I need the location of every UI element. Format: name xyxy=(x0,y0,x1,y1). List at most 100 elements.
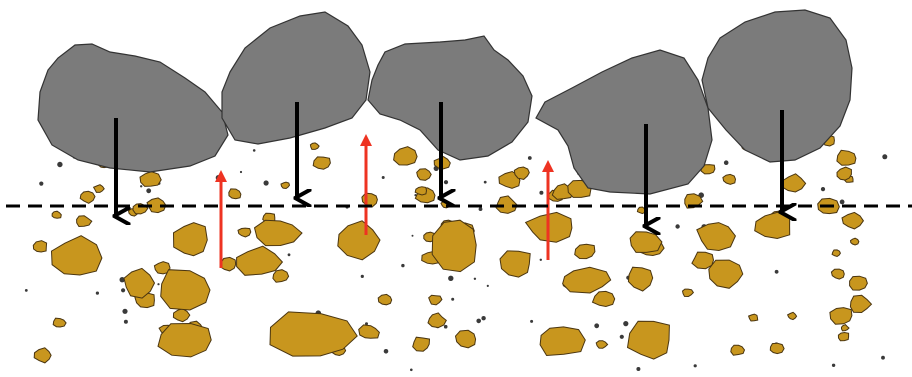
soil-dot xyxy=(528,156,532,160)
small-particle xyxy=(53,318,66,327)
small-particle xyxy=(850,276,868,290)
soil-dot xyxy=(410,369,413,372)
rock xyxy=(536,50,712,194)
soil-dot xyxy=(384,349,389,354)
rock xyxy=(368,36,532,160)
soil-dot xyxy=(96,292,99,295)
small-particle xyxy=(33,241,46,252)
small-particle xyxy=(723,174,736,184)
soil-dot xyxy=(448,276,453,281)
small-particle xyxy=(52,211,61,218)
soil-dot xyxy=(39,182,43,186)
small-particle xyxy=(229,189,241,199)
soil-dot xyxy=(694,364,697,367)
small-particle xyxy=(80,191,95,203)
soil-dot xyxy=(121,288,125,292)
small-particle xyxy=(413,337,430,351)
soil-dot xyxy=(157,283,159,285)
small-particle xyxy=(173,309,189,322)
small-particle xyxy=(417,169,432,181)
large-particle xyxy=(432,220,476,271)
small-particle xyxy=(378,294,392,304)
large-particles xyxy=(52,212,790,359)
small-particle xyxy=(596,341,607,349)
small-particle xyxy=(313,157,330,169)
small-particle xyxy=(281,182,290,188)
small-particle xyxy=(692,252,714,269)
soil-dot xyxy=(253,149,256,152)
soil-dot xyxy=(361,275,364,278)
small-particle xyxy=(310,143,319,150)
small-particle xyxy=(831,269,844,279)
soil-dot xyxy=(675,224,679,228)
soil-dot xyxy=(288,253,291,256)
soil-dot xyxy=(487,285,489,287)
soil-dot xyxy=(481,316,485,320)
soil-dot xyxy=(476,319,481,324)
large-particle xyxy=(161,270,210,310)
soil-dot xyxy=(530,320,533,323)
small-particle xyxy=(837,167,851,180)
large-particle xyxy=(628,267,652,291)
soil-dot xyxy=(840,200,845,205)
small-particle xyxy=(94,185,105,193)
soil-dot xyxy=(57,162,62,167)
soil-dot xyxy=(146,188,151,193)
soil-dot xyxy=(444,180,448,184)
soil-dot xyxy=(479,207,483,211)
soil-dot xyxy=(594,323,599,328)
soil-dot xyxy=(881,356,885,360)
soil-dot xyxy=(832,364,835,367)
large-particle xyxy=(540,327,585,356)
soil-dot xyxy=(382,176,385,179)
soil-dot xyxy=(264,180,269,185)
large-particle xyxy=(697,223,736,251)
soil-dot xyxy=(474,278,476,280)
small-particle xyxy=(830,308,852,325)
small-particle xyxy=(749,314,758,321)
large-particle xyxy=(709,260,743,288)
small-particle xyxy=(428,313,446,328)
large-particle xyxy=(158,324,211,357)
small-particle xyxy=(575,244,595,258)
soil-dot xyxy=(451,298,454,301)
soil-dot xyxy=(484,181,487,184)
small-particle xyxy=(456,330,476,348)
small-particle xyxy=(851,238,859,245)
small-particle xyxy=(34,348,51,363)
soil-dot xyxy=(540,259,542,261)
small-particle xyxy=(429,295,442,305)
large-particle xyxy=(174,223,208,256)
small-particle xyxy=(731,345,745,355)
large-particle xyxy=(255,220,303,245)
small-particle xyxy=(394,147,418,165)
small-particle xyxy=(77,216,92,227)
small-particle xyxy=(593,291,615,306)
soil-dot xyxy=(122,309,127,314)
soil-dot xyxy=(140,185,142,187)
large-particle xyxy=(628,321,670,359)
soil-dot xyxy=(401,264,404,267)
soil-dot xyxy=(636,367,640,371)
small-particle xyxy=(359,325,380,338)
small-particle xyxy=(140,172,161,187)
small-particle xyxy=(837,150,856,165)
large-particle xyxy=(755,212,790,238)
large-particle xyxy=(237,246,283,275)
small-particle xyxy=(842,212,863,229)
large-particle xyxy=(338,221,380,260)
small-particle xyxy=(788,312,797,319)
large-particle xyxy=(563,267,611,293)
small-particle xyxy=(832,250,840,257)
small-particle xyxy=(770,343,784,353)
rock xyxy=(38,44,228,172)
large-particle xyxy=(500,251,530,277)
small-particle xyxy=(683,289,694,296)
soil-dot xyxy=(620,335,624,339)
large-particle xyxy=(630,232,662,253)
small-particle xyxy=(273,270,289,283)
soil-dot xyxy=(623,321,628,326)
soil-dot xyxy=(775,270,779,274)
